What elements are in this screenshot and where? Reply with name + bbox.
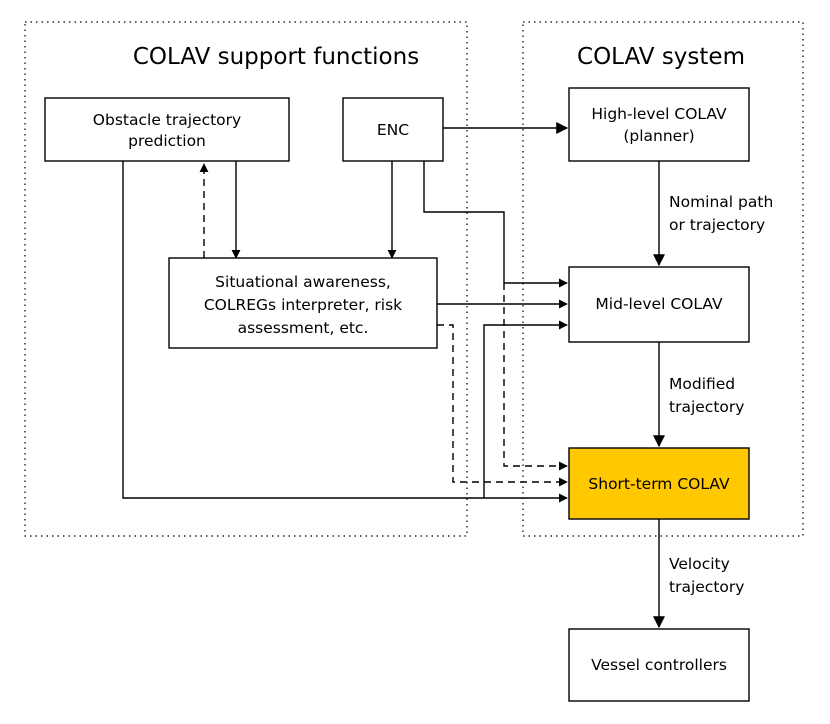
node-enc: ENC (342, 97, 444, 162)
connectors (122, 122, 665, 629)
situational-to-short-term-dashed-arrow (437, 324, 568, 487)
enc-to-mid-level-arrow (423, 161, 568, 288)
high-level-box (568, 87, 750, 162)
obstacle-label-line2: prediction (128, 132, 206, 150)
node-mid-level-colav: Mid-level COLAV (568, 266, 750, 343)
vessel-box (568, 628, 750, 702)
short-term-box (568, 447, 750, 520)
node-high-level-colav: High-level COLAV (planner) (568, 87, 750, 162)
support-functions-title: COLAV support functions (133, 44, 419, 70)
short-term-label: Short-term COLAV (588, 475, 730, 493)
velocity-trajectory-label-line2: trajectory (669, 578, 744, 596)
mid-level-label: Mid-level COLAV (595, 295, 723, 313)
enc-box (342, 97, 444, 162)
obstacle-to-mid-level-arrow (483, 320, 568, 498)
situational-label-line2: COLREGs interpreter, risk (204, 296, 402, 314)
enc-label: ENC (377, 121, 409, 139)
nominal-path-label-line2: or trajectory (669, 216, 765, 234)
support-functions-frame (24, 21, 468, 537)
node-vessel-controllers: Vessel controllers (568, 628, 750, 702)
colav-system-frame (522, 21, 804, 537)
obstacle-label-line1: Obstacle trajectory (93, 111, 241, 129)
mid-level-box (568, 266, 750, 343)
high-level-label-line1: High-level COLAV (591, 105, 727, 123)
situational-label-line1: Situational awareness, (215, 273, 391, 291)
modified-trajectory-label-line2: trajectory (669, 398, 744, 416)
vessel-label: Vessel controllers (591, 656, 727, 674)
node-short-term-colav: Short-term COLAV (568, 447, 750, 520)
node-situational-awareness: Situational awareness, COLREGs interpret… (168, 257, 438, 349)
situational-label-line3: assessment, etc. (238, 319, 369, 337)
colav-system-title: COLAV system (577, 44, 745, 70)
obstacle-to-short-term-arrow (122, 161, 568, 503)
modified-trajectory-label-line1: Modified (669, 375, 735, 393)
node-obstacle-trajectory-prediction: Obstacle trajectory prediction (44, 97, 290, 162)
situational-box (168, 257, 438, 349)
nominal-path-label-line1: Nominal path (669, 193, 773, 211)
obstacle-box (44, 97, 290, 162)
enc-to-short-term-dashed-arrow (503, 283, 568, 471)
velocity-trajectory-label-line1: Velocity (669, 555, 730, 573)
high-level-label-line2: (planner) (623, 127, 694, 145)
